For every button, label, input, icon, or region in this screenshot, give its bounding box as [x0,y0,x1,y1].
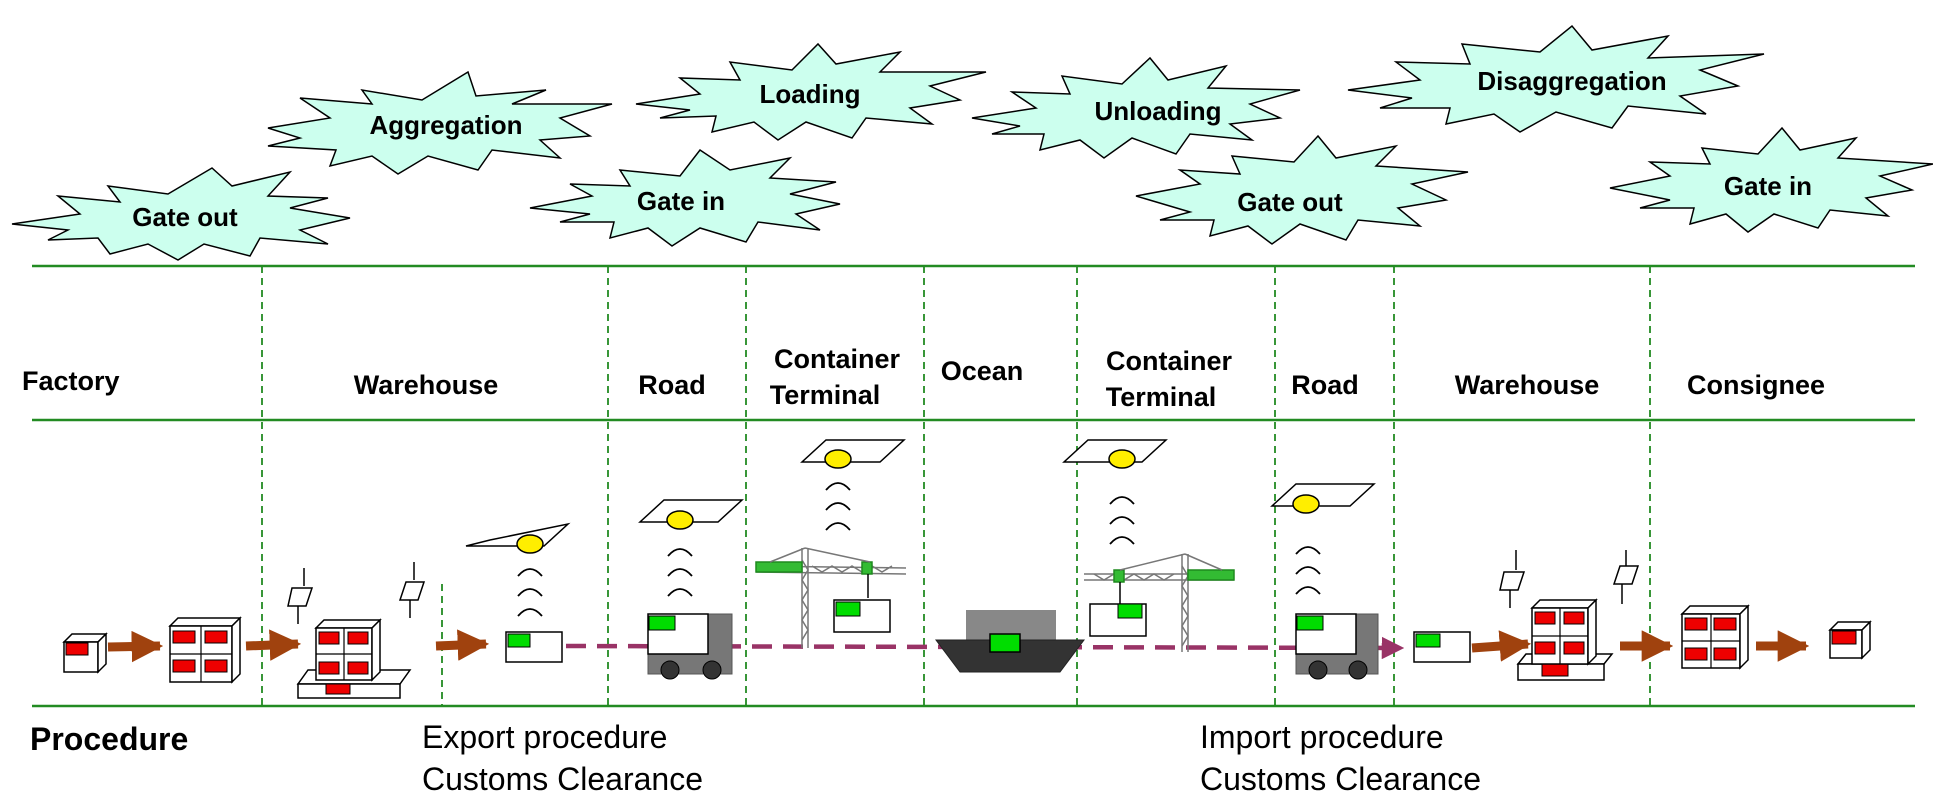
handheld-scanner-icon [287,568,314,624]
truck-icon [1295,613,1379,680]
arrow-icon [245,629,302,661]
rfid-reader-icon [465,522,571,617]
carton-icon [62,632,108,674]
burst-aggregation: Aggregation [267,70,613,175]
burst-gate-in-2: Gate in [1609,126,1933,233]
radio-waves-icon [517,568,543,617]
burst-unloading: Unloading [971,56,1301,159]
stage-container-terminal-1-line-1: Container [774,344,901,374]
handheld-scanner-icon [398,562,426,618]
burst-label: Disaggregation [1477,66,1666,96]
container-icon [1413,631,1471,663]
import-procedure-line-1: Import procedure [1200,719,1444,755]
export-procedure-line-2: Customs Clearance [422,761,703,797]
burst-label: Loading [759,79,860,109]
stage-consignee: Consignee [1687,370,1825,400]
pallet-icon [296,618,412,699]
carton-stack-icon [1680,604,1750,670]
burst-label: Gate out [132,202,238,232]
rfid-reader-icon [1270,483,1376,595]
burst-label: Gate in [1724,171,1812,201]
stage-ocean: Ocean [941,356,1024,386]
stage-road-2: Road [1291,370,1359,400]
burst-label: Aggregation [369,110,522,140]
handheld-scanner-icon [1499,550,1526,608]
arrow-icon [435,629,490,661]
carton-stack-icon [168,616,242,684]
radio-waves-icon [1295,546,1321,595]
radio-waves-icon [667,548,693,597]
stage-warehouse-1: Warehouse [354,370,499,400]
column-dividers [261,266,1651,706]
import-procedure-line-2: Customs Clearance [1200,761,1481,797]
burst-label: Unloading [1094,96,1221,126]
burst-label: Gate in [637,186,725,216]
radio-waves-icon [1109,496,1135,545]
radio-waves-icon [825,482,851,531]
stage-road-1: Road [638,370,706,400]
container-icon [505,631,563,663]
rfid-reader-icon [638,499,744,597]
stage-container-terminal-2-line-1: Container [1106,346,1233,376]
burst-gate-in-1: Gate in [529,148,841,247]
handheld-scanner-icon [1612,550,1640,604]
burst-loading: Loading [635,42,987,141]
gantry-crane-icon [1084,553,1235,652]
container-icon [1089,603,1147,637]
procedure-title: Procedure [30,721,188,757]
container-icon [833,599,891,633]
burst-gate-out-2: Gate out [1135,134,1469,245]
burst-disaggregation: Disaggregation [1347,24,1765,133]
rfid-reader-icon [800,439,906,531]
pallet-icon [1516,598,1614,681]
burst-gate-out-1: Gate out [11,167,351,261]
arrow-icon [1471,630,1532,662]
truck-icon [647,613,733,680]
stage-container-terminal-1-line-2: Terminal [770,380,881,410]
stage-factory: Factory [22,366,120,396]
arrow-icon [107,630,164,663]
burst-label: Gate out [1237,187,1343,217]
stage-container-terminal-2-line-2: Terminal [1106,382,1217,412]
rfid-reader-icon [1062,439,1168,545]
flow-arrows [107,629,1810,663]
gantry-crane-icon [755,547,907,648]
ship-icon [935,610,1085,673]
carton-icon [1828,620,1872,660]
stage-warehouse-2: Warehouse [1455,370,1600,400]
export-procedure-line-1: Export procedure [422,719,667,755]
